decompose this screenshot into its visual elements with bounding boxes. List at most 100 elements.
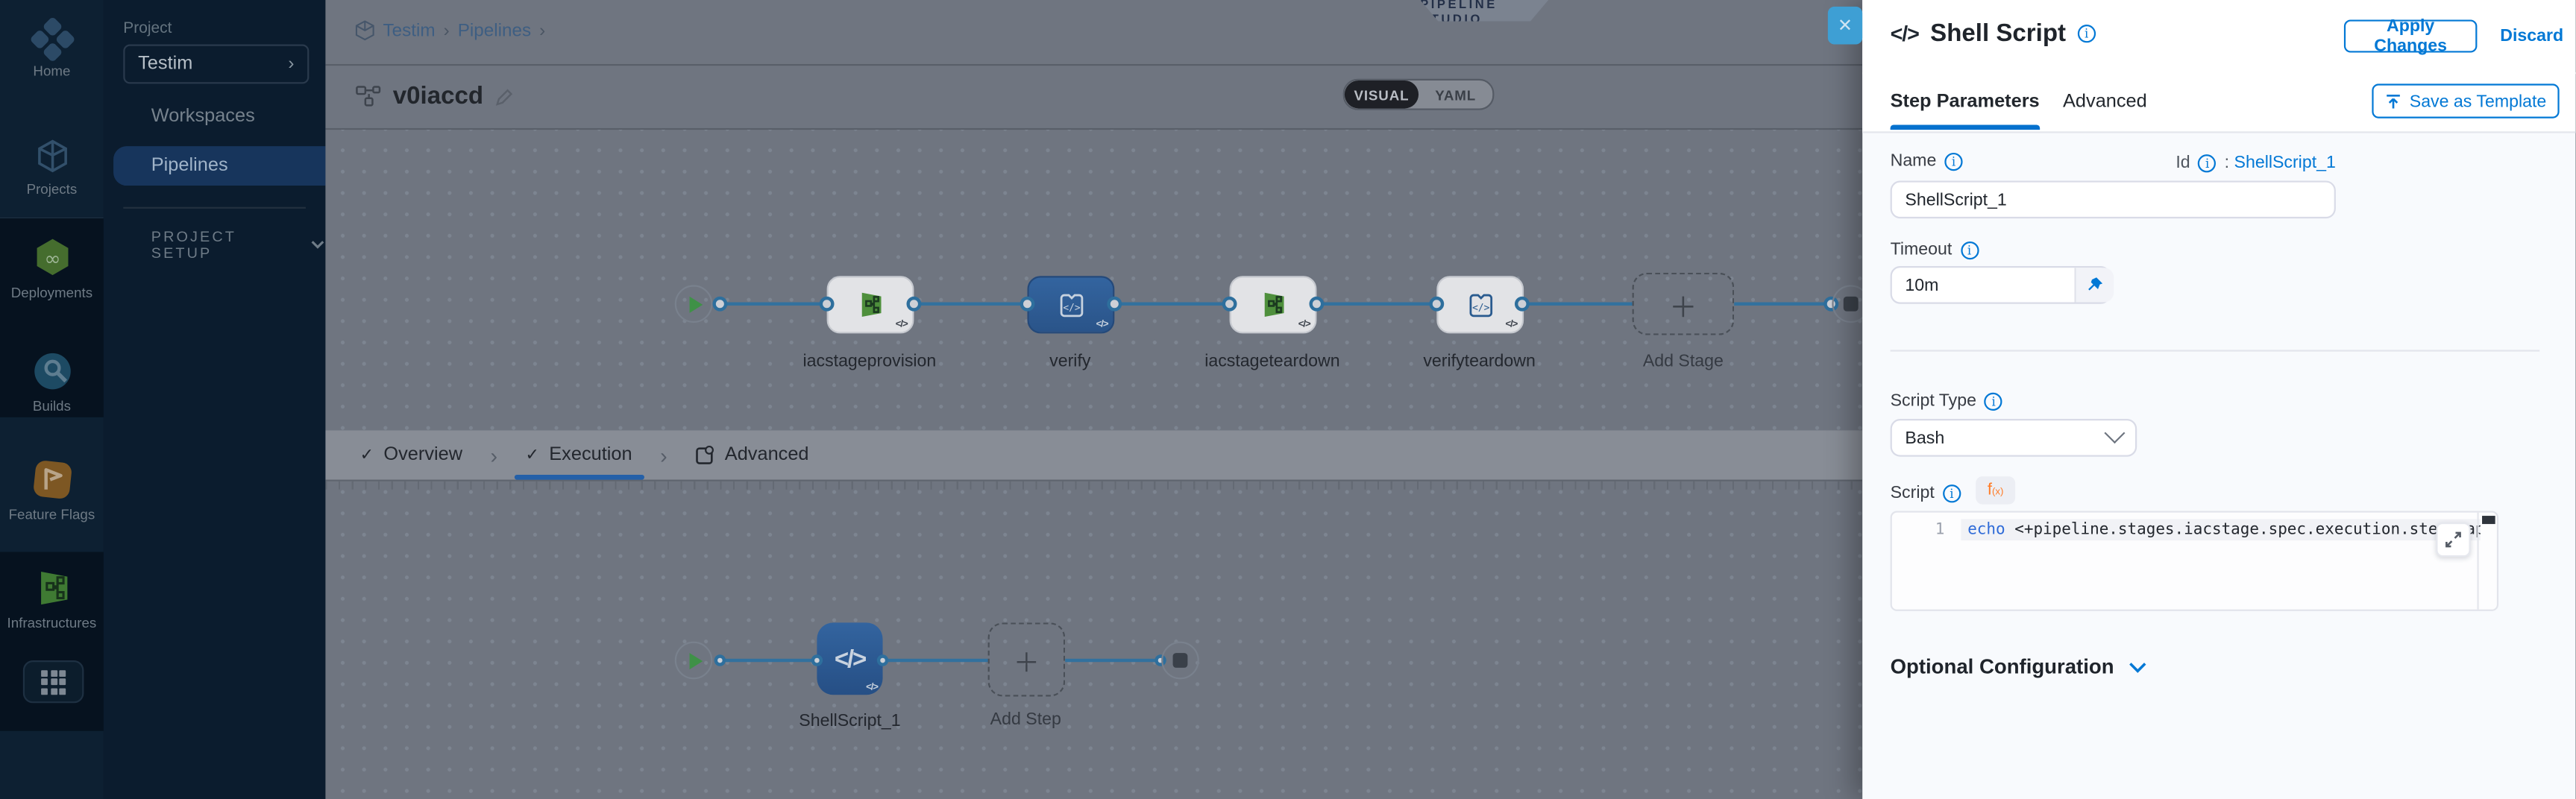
tab-overview[interactable]: ✓ Overview (354, 430, 469, 479)
info-icon[interactable] (1960, 240, 1979, 259)
code-text: <+pipeline.stages.iacstage.spec.executio… (2005, 520, 2481, 539)
stage-node-iacstageteardown[interactable]: </> (1229, 276, 1317, 334)
optional-configuration-toggle[interactable]: Optional Configuration (1891, 655, 2147, 678)
info-icon[interactable] (1942, 484, 1961, 502)
check-icon: ✓ (525, 446, 540, 464)
play-icon (689, 295, 703, 312)
pipeline-end-node (1832, 285, 1863, 323)
timeout-input[interactable]: 10m (1890, 266, 2114, 304)
nav-item-home[interactable]: Home (0, 16, 104, 79)
nav-group-bottom (0, 730, 104, 799)
input-type-selector[interactable] (2074, 268, 2114, 303)
info-icon[interactable] (1984, 391, 2003, 410)
tab-label: Advanced (724, 445, 809, 465)
project-selector[interactable]: Testim › (123, 44, 310, 84)
info-icon[interactable] (2198, 154, 2217, 173)
name-input[interactable]: ShellScript_1 (1890, 180, 2336, 219)
custom-stage-icon: </> (1468, 293, 1492, 317)
sidebar-item-workspaces[interactable]: Workspaces (104, 97, 326, 136)
step-config-panel: </> Shell Script Apply Changes Discard S… (1862, 0, 2576, 799)
stage-node-verify[interactable]: </> </> (1027, 276, 1115, 334)
breadcrumb-link-pipelines[interactable]: Pipelines (457, 20, 532, 40)
editor-scrollbar-thumb[interactable] (2482, 516, 2495, 525)
pipeline-start-node[interactable] (674, 285, 713, 323)
tab-execution[interactable]: ✓ Execution (514, 430, 644, 480)
tab-step-parameters[interactable]: Step Parameters (1890, 72, 2040, 130)
graph-port[interactable] (1020, 296, 1035, 312)
tab-advanced[interactable]: Advanced (2063, 91, 2147, 111)
name-input-value: ShellScript_1 (1905, 189, 2007, 210)
graph-port[interactable] (712, 296, 728, 312)
apply-changes-button[interactable]: Apply Changes (2343, 16, 2478, 56)
shell-script-icon: </> (1890, 21, 1920, 46)
timeout-field-label: Timeout (1891, 240, 1979, 259)
graph-port[interactable] (876, 654, 889, 666)
graph-port[interactable] (1107, 296, 1122, 312)
graph-edge (1521, 302, 1633, 306)
step-code-badge: </> (866, 683, 879, 694)
discard-button[interactable]: Discard (2500, 26, 2564, 46)
graph-port[interactable] (1514, 296, 1530, 312)
editor-scroll-track (2477, 512, 2479, 610)
script-code-editor[interactable]: 1 echo <+pipeline.stages.iacstage.spec.e… (1890, 511, 2499, 611)
stage-label: iacstageteardown (1204, 351, 1340, 372)
id-label: Id (2176, 152, 2190, 173)
graph-edge (720, 658, 817, 663)
close-drawer-button[interactable] (1827, 6, 1863, 45)
stage-label: iacstageprovision (802, 351, 937, 372)
sidebar-item-pipelines[interactable]: Pipelines (113, 146, 326, 186)
graph-edge (914, 302, 1028, 306)
toggle-visual[interactable]: VISUAL (1344, 80, 1419, 109)
nav-item-projects[interactable]: Projects (0, 136, 104, 197)
nav-item-deployments[interactable]: ∞ Deployments (0, 236, 104, 300)
expression-fx-button[interactable]: f (x) (1976, 476, 2016, 505)
info-icon[interactable] (1944, 151, 1963, 171)
nav-item-feature-flags[interactable]: Feature Flags (0, 458, 104, 522)
breadcrumb: Testim › Pipelines › (355, 19, 545, 41)
stage-node-verifyteardown[interactable]: </> </> (1436, 276, 1524, 334)
graph-port[interactable] (1429, 296, 1445, 312)
stage-node-iacstageprovision[interactable]: </> (826, 276, 914, 334)
grid-icon (41, 669, 66, 695)
module-grid-button[interactable] (22, 660, 84, 704)
check-icon: ✓ (359, 446, 374, 464)
fx-label: f (1987, 481, 1993, 500)
project-setup-section[interactable]: PROJECT SETUP (151, 228, 326, 261)
stage-tab-strip: ✓ Overview › ✓ Execution › Advan (325, 430, 1863, 481)
nav-label: Deployments (10, 284, 93, 301)
graph-port[interactable] (819, 296, 835, 312)
add-stage-node[interactable]: ＋ (1632, 272, 1735, 335)
script-type-select[interactable]: Bash (1890, 419, 2137, 457)
tab-advanced[interactable]: Advanced (688, 430, 815, 479)
editor-code-line[interactable]: echo <+pipeline.stages.iacstage.spec.exe… (1967, 521, 2481, 539)
graph-port[interactable] (906, 296, 922, 312)
edit-pencil-icon[interactable] (495, 86, 515, 106)
info-icon[interactable] (2077, 25, 2096, 43)
infrastructures-icon (40, 571, 67, 605)
script-type-label-text: Script Type (1890, 391, 1976, 411)
expand-editor-button[interactable] (2436, 522, 2471, 558)
infrastructure-stage-icon (861, 292, 882, 317)
timeout-label-text: Timeout (1890, 239, 1953, 260)
breadcrumb-link-project[interactable]: Testim (383, 20, 436, 40)
tab-label: Overview (383, 445, 463, 465)
save-as-template-button[interactable]: Save as Template (2372, 83, 2560, 119)
execution-start-node[interactable] (674, 641, 713, 680)
stage-code-badge: </> (895, 320, 908, 331)
graph-port[interactable] (1222, 296, 1237, 312)
nav-item-infrastructures[interactable]: Infrastructures (0, 566, 104, 631)
graph-port[interactable] (811, 654, 823, 666)
script-type-field-label: Script Type (1891, 391, 2003, 411)
add-step-node[interactable]: ＋ (987, 622, 1066, 697)
nav-item-builds[interactable]: Builds (0, 350, 104, 414)
graph-port[interactable] (714, 654, 726, 666)
graph-port[interactable] (1309, 296, 1325, 312)
nav-divider (0, 216, 104, 219)
step-id-row: Id : ShellScript_1 (1891, 152, 2336, 173)
pin-icon (2088, 277, 2103, 291)
tab-label: Execution (549, 445, 632, 465)
stop-icon (1843, 296, 1859, 312)
step-node-shellscript[interactable]: </> </> (817, 622, 883, 695)
project-selector-value: Testim (138, 54, 193, 75)
toggle-yaml[interactable]: YAML (1435, 86, 1477, 103)
